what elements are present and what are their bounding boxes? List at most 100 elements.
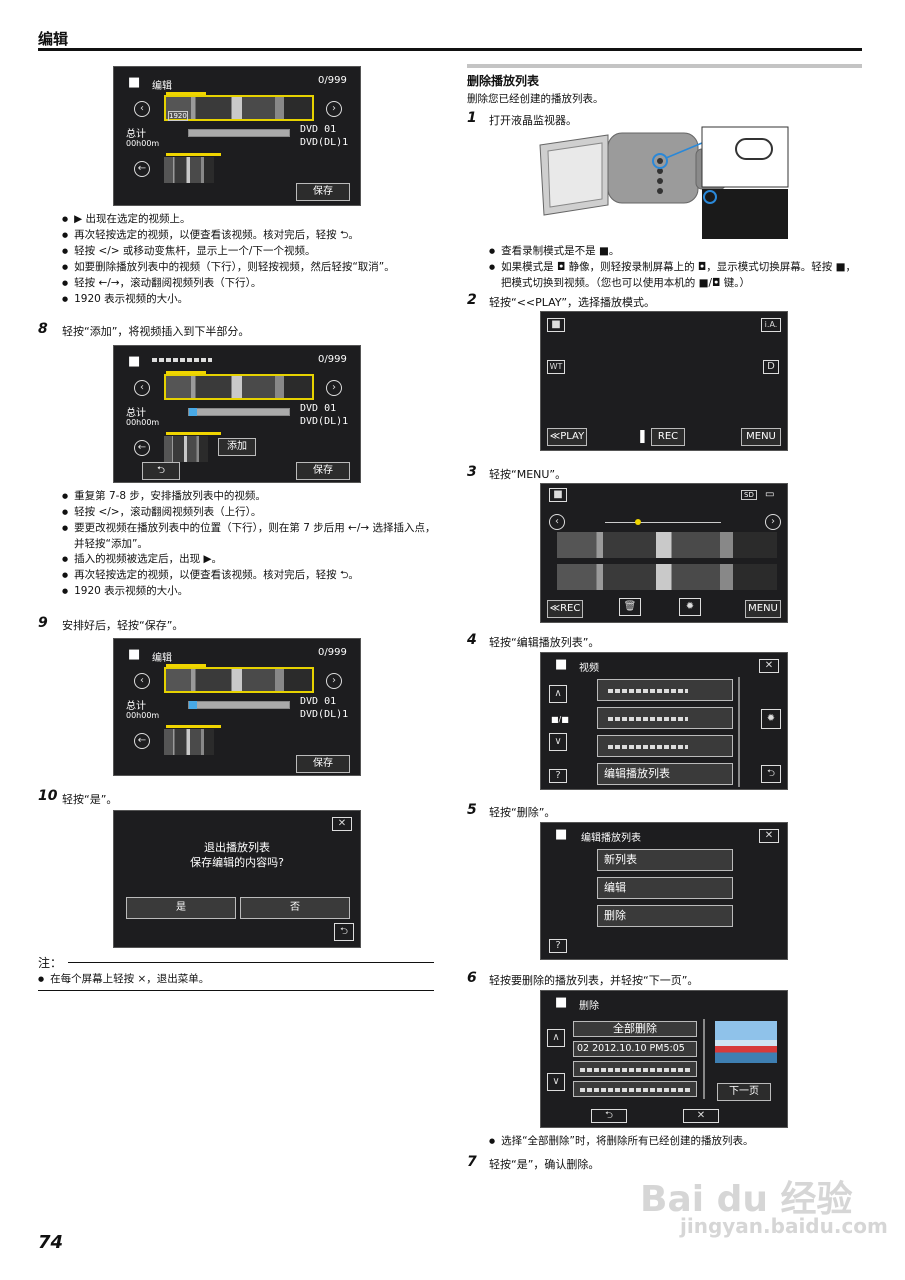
counter: 0/999: [318, 647, 347, 658]
next-arrow-icon[interactable]: ›: [326, 101, 342, 117]
prev-arrow-icon[interactable]: ‹: [549, 514, 565, 530]
delete-item[interactable]: 删除: [597, 905, 733, 927]
new-list-item[interactable]: 新列表: [597, 849, 733, 871]
help-button[interactable]: ?: [549, 769, 567, 783]
step-number: 10: [38, 788, 58, 804]
left-arrow-icon[interactable]: ←: [134, 161, 150, 177]
save-button[interactable]: 保存: [296, 755, 350, 773]
next-page-button[interactable]: 下一页: [717, 1083, 771, 1101]
timeline-marker[interactable]: [635, 519, 641, 525]
rec-button[interactable]: ≪REC: [547, 600, 583, 618]
edit-item[interactable]: 编辑: [597, 877, 733, 899]
left-arrow-icon[interactable]: ←: [134, 440, 150, 456]
capacity-bar: [188, 129, 290, 137]
note-list: 在每个屏幕上轻按 ×，退出菜单。: [38, 972, 438, 988]
page-number: 74: [38, 1232, 64, 1253]
zoom-wt-icon[interactable]: WT: [547, 360, 565, 374]
video-thumbnail-strip[interactable]: [164, 374, 314, 400]
gear-icon[interactable]: ✹: [761, 709, 781, 729]
menu-item-3[interactable]: [597, 735, 733, 757]
thumbnail-row-2[interactable]: [557, 564, 777, 590]
step-text: 安排好后，轻按“保存”。: [62, 619, 184, 632]
down-arrow-icon[interactable]: ∨: [547, 1073, 565, 1091]
help-button[interactable]: ?: [549, 939, 567, 953]
playlist-progress: [166, 664, 206, 667]
scrollbar[interactable]: [738, 677, 740, 787]
playlist-lower-progress: [166, 432, 221, 435]
step-text: 轻按“添加”，将视频插入到下半部分。: [62, 325, 250, 338]
step-text: 轻按“是”，确认删除。: [489, 1158, 600, 1171]
back-icon[interactable]: ⮌: [334, 923, 354, 941]
save-button[interactable]: 保存: [296, 462, 350, 480]
dvd-label: DVD 01: [300, 696, 337, 707]
camcorder-illustration: [539, 126, 789, 239]
record-screen: ■ i.A. WT D ≪PLAY ❚❚ REC MENU: [540, 311, 788, 451]
step-text: 轻按“编辑播放列表”。: [489, 636, 600, 649]
bullet: 轻按 </> 或移动变焦杆，显示上一个/下一个视频。: [62, 244, 442, 260]
rec-button[interactable]: REC: [651, 428, 685, 446]
prev-arrow-icon[interactable]: ‹: [134, 673, 150, 689]
edit-title: 编辑: [152, 81, 172, 92]
bullets-a: ▶ 出现在选定的视频上。 再次轻按选定的视频，以便查看该视频。核对完后，轻按 ⮌…: [62, 212, 442, 308]
step-number: 1: [467, 110, 477, 126]
close-icon[interactable]: ✕: [759, 829, 779, 843]
note-rule: [68, 962, 434, 963]
bullets-1: 查看录制模式是不是 ■。 如果模式是 ◘ 静像，则轻按录制屏幕上的 ◘，显示模式…: [489, 244, 859, 291]
delete-all-item[interactable]: 全部删除: [573, 1021, 697, 1037]
prev-arrow-icon[interactable]: ‹: [134, 380, 150, 396]
step-number: 2: [467, 292, 477, 308]
close-icon[interactable]: ✕: [759, 659, 779, 673]
scrollbar[interactable]: [703, 1019, 705, 1099]
up-arrow-icon[interactable]: ∧: [547, 1029, 565, 1047]
playlist-thumbnail[interactable]: [164, 729, 214, 755]
back-button[interactable]: ⮌: [142, 462, 180, 480]
menu-button[interactable]: MENU: [745, 600, 781, 618]
dvd-label: DVD 01: [300, 124, 337, 135]
menu-button[interactable]: MENU: [741, 428, 781, 446]
back-icon[interactable]: ⮌: [591, 1109, 627, 1123]
intelligent-auto-icon[interactable]: i.A.: [761, 318, 781, 332]
save-button[interactable]: 保存: [296, 183, 350, 201]
menu-item-2[interactable]: [597, 707, 733, 729]
playlist-lower-progress: [166, 153, 221, 156]
yes-button[interactable]: 是: [126, 897, 236, 919]
edit-screen-2: ■ 0/999 ‹ › 总计 00h00m DVD 01 DVD(DL)1 ← …: [113, 345, 361, 483]
capacity-bar: [188, 701, 290, 709]
video-thumbnail-strip[interactable]: [164, 667, 314, 693]
close-icon[interactable]: ✕: [332, 817, 352, 831]
down-arrow-icon[interactable]: ∨: [549, 733, 567, 751]
next-arrow-icon[interactable]: ›: [765, 514, 781, 530]
up-arrow-icon[interactable]: ∧: [549, 685, 567, 703]
next-arrow-icon[interactable]: ›: [326, 380, 342, 396]
thumbnail-row-1[interactable]: [557, 532, 777, 558]
edit-playlist-item[interactable]: 编辑播放列表: [597, 763, 733, 785]
play-button[interactable]: ≪PLAY: [547, 428, 587, 446]
add-button[interactable]: 添加: [218, 438, 256, 456]
d-icon[interactable]: D: [763, 360, 779, 374]
playback-screen: ■ SD ▭ ‹ › ≪REC 🗑 ✹ MENU: [540, 483, 788, 623]
bullet: 1920 表示视频的大小。: [62, 292, 442, 308]
bullet: 重复第 7-8 步，安排播放列表中的视频。: [62, 489, 442, 505]
gear-icon[interactable]: ✹: [679, 598, 701, 616]
playlist-thumbnail[interactable]: [164, 436, 208, 462]
sd-card-icon: SD: [741, 490, 757, 500]
step-number: 8: [38, 321, 48, 337]
dvd-dl-label: DVD(DL)1: [300, 416, 349, 427]
next-arrow-icon[interactable]: ›: [326, 673, 342, 689]
video-thumbnail-strip[interactable]: [164, 95, 314, 121]
no-button[interactable]: 否: [240, 897, 350, 919]
playlist-entry-item[interactable]: 02 2012.10.10 PM5:05: [573, 1041, 697, 1057]
menu-item-1[interactable]: [597, 679, 733, 701]
close-icon[interactable]: ✕: [683, 1109, 719, 1123]
back-icon[interactable]: ⮌: [761, 765, 781, 783]
total-label: 总计: [126, 129, 146, 140]
bullet: 插入的视频被选定后，出现 ▶。: [62, 552, 442, 568]
playlist-thumbnail[interactable]: [164, 157, 214, 183]
delete-screen: ■ 删除 ∧ ∨ 全部删除 02 2012.10.10 PM5:05 下一页 ⮌…: [540, 990, 788, 1128]
playlist-item-3[interactable]: [573, 1081, 697, 1097]
prev-arrow-icon[interactable]: ‹: [134, 101, 150, 117]
playlist-item-2[interactable]: [573, 1061, 697, 1077]
trash-icon[interactable]: 🗑: [619, 598, 641, 616]
left-arrow-icon[interactable]: ←: [134, 733, 150, 749]
step-number: 6: [467, 970, 477, 986]
